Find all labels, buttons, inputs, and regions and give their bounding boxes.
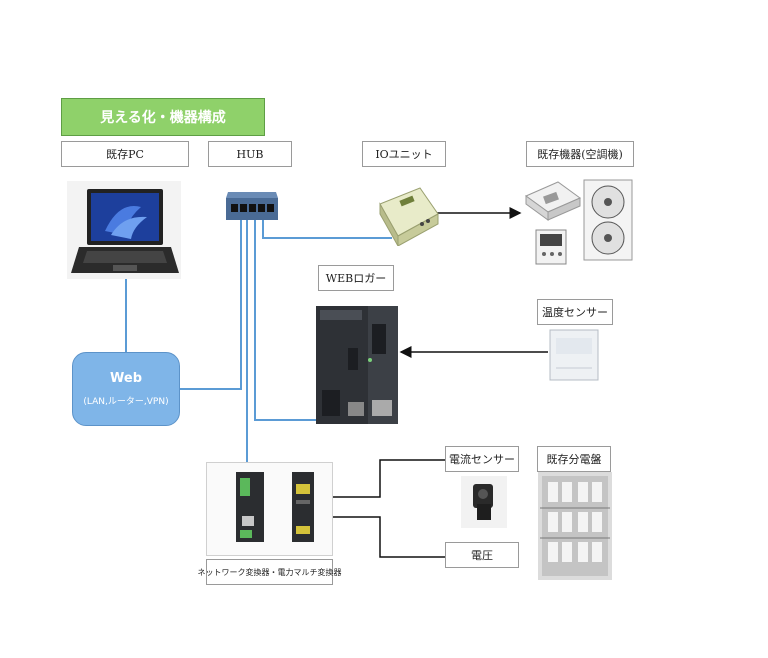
current-sensor-image — [461, 476, 507, 528]
temperature-sensor-image — [549, 329, 599, 381]
web-network-box: Web (LAN,ルーター,VPN) — [72, 352, 180, 426]
distribution-panel-image — [538, 472, 612, 580]
distribution-panel-label: 既存分電盤 — [537, 446, 611, 472]
hub-label: HUB — [208, 141, 292, 167]
voltage-converter-arrow — [314, 511, 445, 558]
pc-label: 既存PC — [61, 141, 189, 167]
converters-label: ネットワーク変換器・電力マルチ変換器 — [198, 559, 342, 585]
air-conditioner-image — [525, 179, 633, 265]
io-unit-image — [379, 187, 439, 246]
web-logger-image — [316, 306, 398, 424]
network-converter-image — [236, 472, 264, 542]
web-subtitle: (LAN,ルーター,VPN) — [83, 397, 169, 407]
hub-image — [226, 192, 278, 220]
diagram-title: 見える化・機器構成 — [61, 98, 265, 136]
temperature-sensor-label: 温度センサー — [537, 299, 613, 325]
web-hub-link — [180, 220, 242, 390]
power-converter-image — [292, 472, 314, 542]
io-unit-label: IOユニット — [362, 141, 446, 167]
web-logger-label: WEBロガー — [318, 265, 394, 291]
laptop-image — [67, 181, 181, 279]
hub-io-link — [262, 220, 392, 239]
voltage-label: 電圧 — [445, 542, 519, 568]
existing-equipment-label: 既存機器(空調機) — [526, 141, 634, 167]
web-title: Web — [110, 371, 142, 386]
hub-logger-link — [254, 220, 320, 421]
current-sensor-label: 電流センサー — [445, 446, 519, 472]
current-converter-arrow — [314, 459, 445, 503]
